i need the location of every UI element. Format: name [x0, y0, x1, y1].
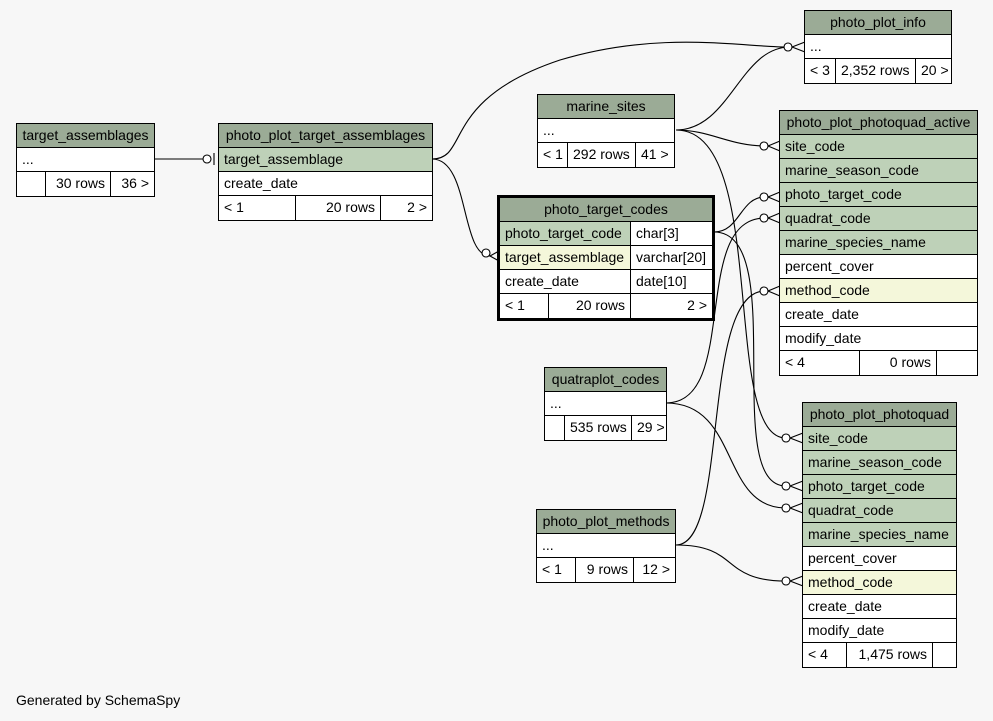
column-row: percent_cover [803, 547, 956, 571]
column-row: target_assemblage varchar[20] [500, 246, 712, 270]
table-stats: < 1 20 rows 2 > [219, 196, 432, 220]
table-title[interactable]: photo_target_codes [500, 198, 712, 222]
column-row: marine_species_name [803, 523, 956, 547]
table-photo-plot-methods[interactable]: photo_plot_methods ... < 1 9 rows 12 > [536, 509, 676, 583]
column-row: ... [805, 35, 951, 59]
table-photo-plot-info[interactable]: photo_plot_info ... < 3 2,352 rows 20 > [804, 10, 952, 84]
edge-quatra-to-active [665, 217, 766, 404]
table-stats: < 3 2,352 rows 20 > [805, 59, 951, 83]
column-row: modify_date [803, 619, 956, 643]
column-row: ... [538, 119, 674, 143]
table-title[interactable]: target_assemblages [17, 124, 154, 148]
column-row: photo_target_code [780, 183, 977, 207]
edge-sites-to-active [675, 129, 766, 147]
table-marine-sites[interactable]: marine_sites ... < 1 292 rows 41 > [537, 94, 675, 168]
column-row: create_date [219, 172, 432, 196]
edge-ptc-to-active [713, 196, 766, 233]
column-row: ... [537, 534, 675, 558]
column-row: quadrat_code [780, 207, 977, 231]
table-title[interactable]: marine_sites [538, 95, 674, 119]
column-row: photo_target_code [803, 475, 956, 499]
table-title[interactable]: quatraplot_codes [545, 368, 666, 392]
column-row: marine_species_name [780, 231, 977, 255]
table-stats: < 4 0 rows [780, 351, 977, 375]
edge-sites-to-photoquad [675, 129, 787, 439]
table-title[interactable]: photo_plot_methods [537, 510, 675, 534]
table-stats: 30 rows 36 > [17, 172, 154, 196]
table-quatraplot-codes[interactable]: quatraplot_codes ... 535 rows 29 > [544, 367, 667, 441]
edge-ptc-to-photoquad [713, 231, 787, 487]
column-row: modify_date [780, 327, 977, 351]
edge-methods-to-photoquad [675, 544, 787, 582]
table-target-assemblages[interactable]: target_assemblages ... 30 rows 36 > [16, 123, 155, 197]
edge-pta-to-info [431, 41, 789, 160]
table-photo-plot-target-assemblages[interactable]: photo_plot_target_assemblages target_ass… [218, 123, 433, 221]
edge-methods-to-active [675, 290, 766, 546]
table-stats: 535 rows 29 > [545, 416, 666, 440]
column-row: site_code [780, 135, 977, 159]
column-row: marine_season_code [803, 451, 956, 475]
edge-sites-to-info [675, 46, 791, 131]
generated-by-footer: Generated by SchemaSpy [16, 692, 181, 708]
table-stats: < 4 1,475 rows [803, 643, 956, 667]
table-title[interactable]: photo_plot_info [805, 11, 951, 35]
column-row: create_date [803, 595, 956, 619]
column-row: method_code [780, 279, 977, 303]
table-title[interactable]: photo_plot_photoquad_active [780, 111, 977, 135]
column-row: target_assemblage [219, 148, 432, 172]
column-row: method_code [803, 571, 956, 595]
table-photo-target-codes[interactable]: photo_target_codes photo_target_code cha… [497, 195, 715, 321]
column-row: create_date date[10] [500, 270, 712, 294]
table-title[interactable]: photo_plot_photoquad [803, 403, 956, 427]
column-row: photo_target_code char[3] [500, 222, 712, 246]
edge-pta-to-ptc [431, 158, 491, 257]
column-row: create_date [780, 303, 977, 327]
table-stats: < 1 9 rows 12 > [537, 558, 675, 582]
table-stats: < 1 292 rows 41 > [538, 143, 674, 167]
column-row: site_code [803, 427, 956, 451]
column-row: quadrat_code [803, 499, 956, 523]
table-stats: < 1 20 rows 2 > [500, 294, 712, 318]
column-row: ... [17, 148, 154, 172]
table-photo-plot-photoquad[interactable]: photo_plot_photoquad site_code marine_se… [802, 402, 957, 668]
edge-quatra-to-photoquad [665, 402, 787, 509]
column-row: percent_cover [780, 255, 977, 279]
column-row: marine_season_code [780, 159, 977, 183]
table-title[interactable]: photo_plot_target_assemblages [219, 124, 432, 148]
column-row: ... [545, 392, 666, 416]
table-photo-plot-photoquad-active[interactable]: photo_plot_photoquad_active site_code ma… [779, 110, 978, 376]
